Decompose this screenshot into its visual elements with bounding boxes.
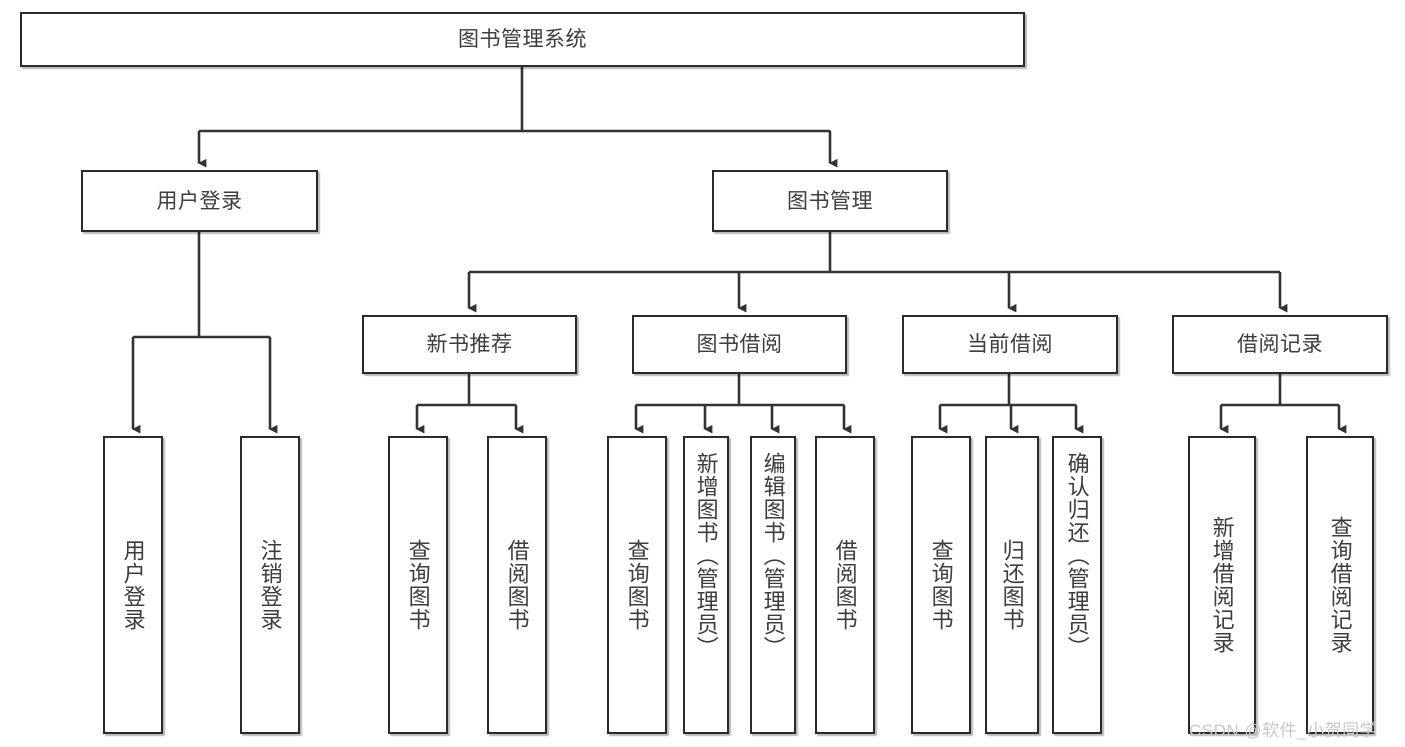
node-l-query-2[interactable]: 查询图书 <box>607 436 667 734</box>
node-l-return[interactable]: 归还图书 <box>985 436 1039 734</box>
node-book-borrow[interactable]: 图书借阅 <box>632 315 847 374</box>
node-label: 借阅图书 <box>832 539 858 631</box>
node-l-query-1[interactable]: 查询图书 <box>388 436 448 734</box>
node-l-edit-book[interactable]: 编辑图书（管理员） <box>750 436 796 734</box>
node-label: 注销登录 <box>257 539 283 631</box>
node-label: 查询图书 <box>928 539 954 631</box>
node-l-add-log[interactable]: 新增借阅记录 <box>1188 436 1256 734</box>
node-l-borrow-1[interactable]: 借阅图书 <box>487 436 547 734</box>
node-label: 图书管理系统 <box>458 28 587 51</box>
node-label: 新增图书（管理员） <box>693 452 719 659</box>
watermark-text: CSDN @软件_小贺同学 <box>1189 721 1378 740</box>
node-label: 用户登录 <box>120 539 146 631</box>
node-label: 编辑图书（管理员） <box>760 452 786 659</box>
node-l-confirm[interactable]: 确认归还（管理员） <box>1052 436 1102 734</box>
node-label: 图书借阅 <box>696 333 783 356</box>
node-user-login[interactable]: 用户登录 <box>81 170 318 232</box>
node-l-add-book[interactable]: 新增图书（管理员） <box>683 436 729 734</box>
node-new-rec[interactable]: 新书推荐 <box>362 315 577 374</box>
node-label: 新书推荐 <box>426 333 513 356</box>
node-l-query-3[interactable]: 查询图书 <box>911 436 971 734</box>
node-label: 确认归还（管理员） <box>1064 452 1090 659</box>
node-root[interactable]: 图书管理系统 <box>20 12 1025 67</box>
node-l-borrow-2[interactable]: 借阅图书 <box>815 436 875 734</box>
node-label: 查询图书 <box>624 539 650 631</box>
node-label: 借阅记录 <box>1237 333 1323 356</box>
node-l-user-login[interactable]: 用户登录 <box>103 436 163 734</box>
node-label: 查询借阅记录 <box>1327 516 1353 654</box>
node-label: 归还图书 <box>999 539 1025 631</box>
node-label: 当前借阅 <box>967 333 1053 356</box>
node-cur-borrow[interactable]: 当前借阅 <box>902 315 1118 374</box>
node-label: 查询图书 <box>405 539 431 631</box>
node-l-user-logout[interactable]: 注销登录 <box>240 436 300 734</box>
node-label: 借阅图书 <box>504 539 530 631</box>
node-label: 图书管理 <box>787 189 873 213</box>
node-label: 用户登录 <box>156 189 243 213</box>
node-borrow-log[interactable]: 借阅记录 <box>1172 315 1388 374</box>
node-l-query-log[interactable]: 查询借阅记录 <box>1306 436 1374 734</box>
node-label: 新增借阅记录 <box>1209 516 1235 654</box>
node-book-mgmt[interactable]: 图书管理 <box>712 170 948 232</box>
